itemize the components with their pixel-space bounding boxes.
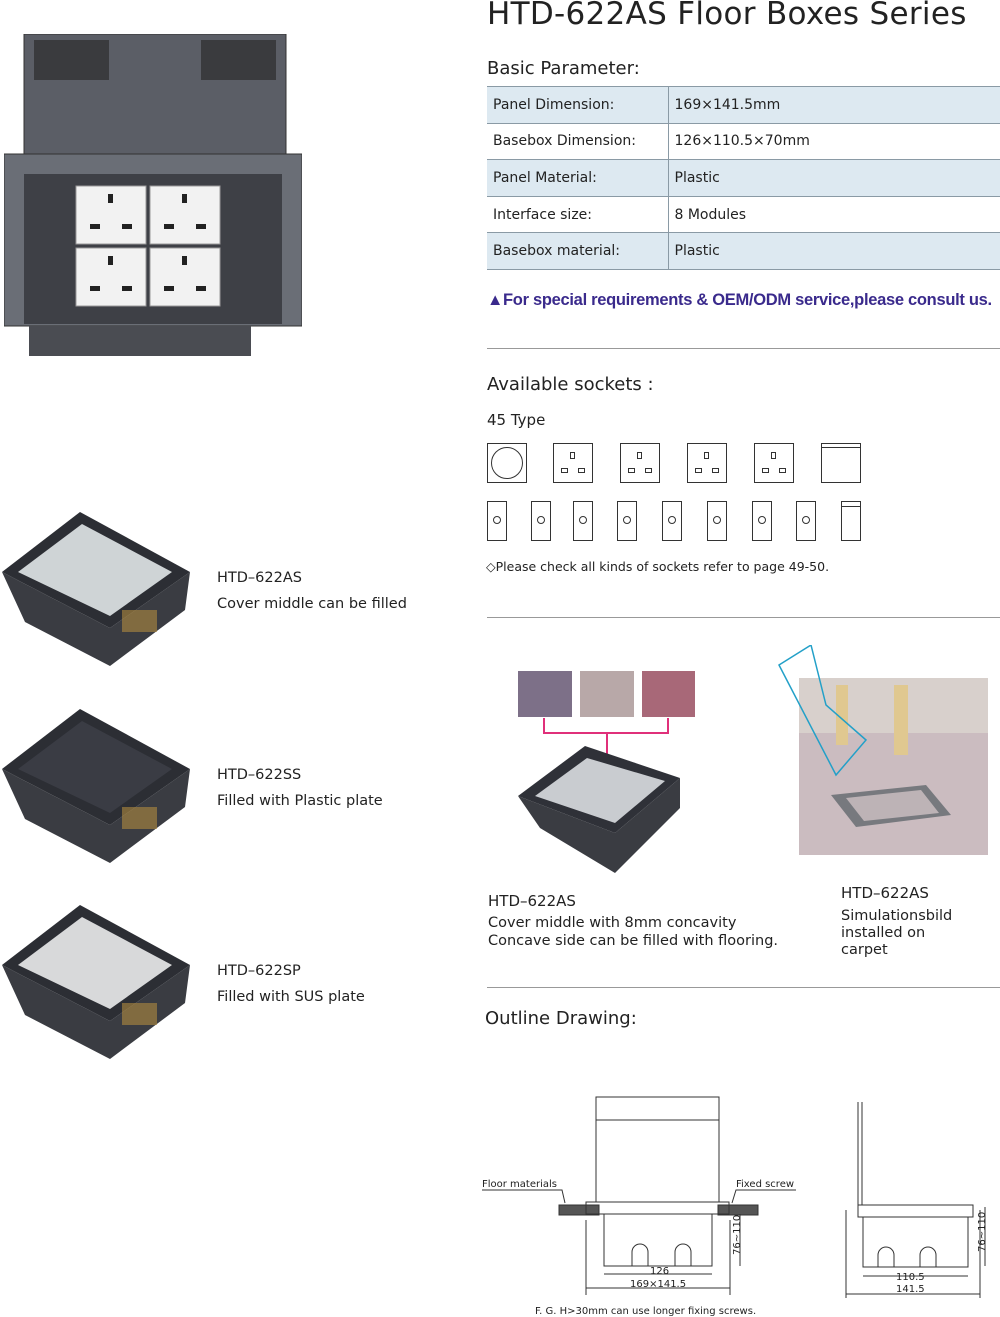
tv-coax-icon — [573, 501, 593, 541]
drawing-footnote: F. G. H>30mm can use longer fixing screw… — [535, 1306, 756, 1317]
simulation-model: HTD–622AS — [841, 884, 929, 902]
table-row: Panel Material:Plastic — [487, 159, 1000, 197]
floor-materials-label: Floor materials — [482, 1179, 557, 1190]
page-title: HTD-622AS Floor Boxes Series — [487, 0, 967, 32]
sockets-heading: Available sockets : — [487, 374, 654, 395]
divider — [487, 348, 1000, 349]
divider — [487, 987, 1000, 988]
variant-image — [2, 709, 190, 863]
variant-model: HTD–622AS — [217, 570, 302, 586]
simulation-line1: Simulationsbild — [841, 908, 953, 924]
variant-description: Filled with SUS plate — [217, 989, 365, 1005]
blank-plate-icon — [821, 443, 861, 483]
dim-outer: 169×141.5 — [630, 1279, 686, 1290]
concavity-line1: Cover middle with 8mm concavity — [488, 915, 737, 931]
simulation-line3: carpet — [841, 942, 888, 958]
floor-box-open-photo — [4, 34, 302, 356]
blank-module-icon — [841, 501, 861, 541]
two-pin-socket-icon — [796, 501, 816, 541]
data-jack-icon — [531, 501, 551, 541]
parameter-table: Panel Dimension:169×141.5mm Basebox Dime… — [487, 86, 1000, 270]
variant-image — [2, 512, 190, 666]
telephone-jack-icon — [487, 501, 507, 541]
dim-inner: 126 — [650, 1266, 669, 1277]
variant-model: HTD–622SS — [217, 767, 302, 783]
round-pin-socket-icon — [752, 501, 772, 541]
table-row: Panel Dimension:169×141.5mm — [487, 86, 1000, 124]
dim-height: 76~110 — [732, 1215, 743, 1255]
table-row: Basebox material:Plastic — [487, 232, 1000, 270]
table-row: Basebox Dimension:126×110.5×70mm — [487, 123, 1000, 161]
variant-image — [2, 905, 190, 1059]
outline-drawing: Floor materials Fixed screw 126 169×141.… — [482, 1096, 988, 1317]
rca-jack-icon — [662, 501, 682, 541]
concavity-model: HTD–622AS — [488, 892, 576, 910]
carpet-swatch — [580, 671, 634, 717]
side-height: 76~110 — [977, 1212, 988, 1252]
fixed-screw-label: Fixed screw — [736, 1179, 794, 1190]
socket-type: 45 Type — [487, 411, 546, 429]
side-outer: 141.5 — [896, 1284, 925, 1295]
universal-socket-icon — [687, 443, 727, 483]
carpet-swatch — [642, 671, 695, 717]
carpet-swatch — [518, 671, 572, 717]
uk-socket-icon — [553, 443, 593, 483]
simulation-line2: installed on — [841, 925, 926, 941]
sockets-footnote: ◇Please check all kinds of sockets refer… — [486, 559, 830, 574]
basic-parameter-heading: Basic Parameter: — [487, 58, 640, 79]
oem-note: ▲For special requirements & OEM/ODM serv… — [487, 291, 992, 309]
variant-model: HTD–622SP — [217, 963, 301, 979]
table-row: Interface size:8 Modules — [487, 196, 1000, 234]
side-inner: 110.5 — [896, 1272, 925, 1283]
variant-description: Filled with Plastic plate — [217, 793, 383, 809]
divider — [487, 617, 1000, 618]
variant-description: Cover middle can be filled — [217, 596, 407, 612]
carpet-installation-photo — [778, 645, 988, 855]
vga-port-icon — [707, 501, 727, 541]
concavity-illustration — [518, 671, 695, 873]
australian-socket-icon — [754, 443, 794, 483]
outline-heading: Outline Drawing: — [485, 1008, 637, 1029]
audio-jack-icon — [617, 501, 637, 541]
concavity-line2: Concave side can be filled with flooring… — [488, 933, 779, 949]
multi-socket-icon — [620, 443, 660, 483]
schuko-socket-icon — [487, 443, 527, 483]
